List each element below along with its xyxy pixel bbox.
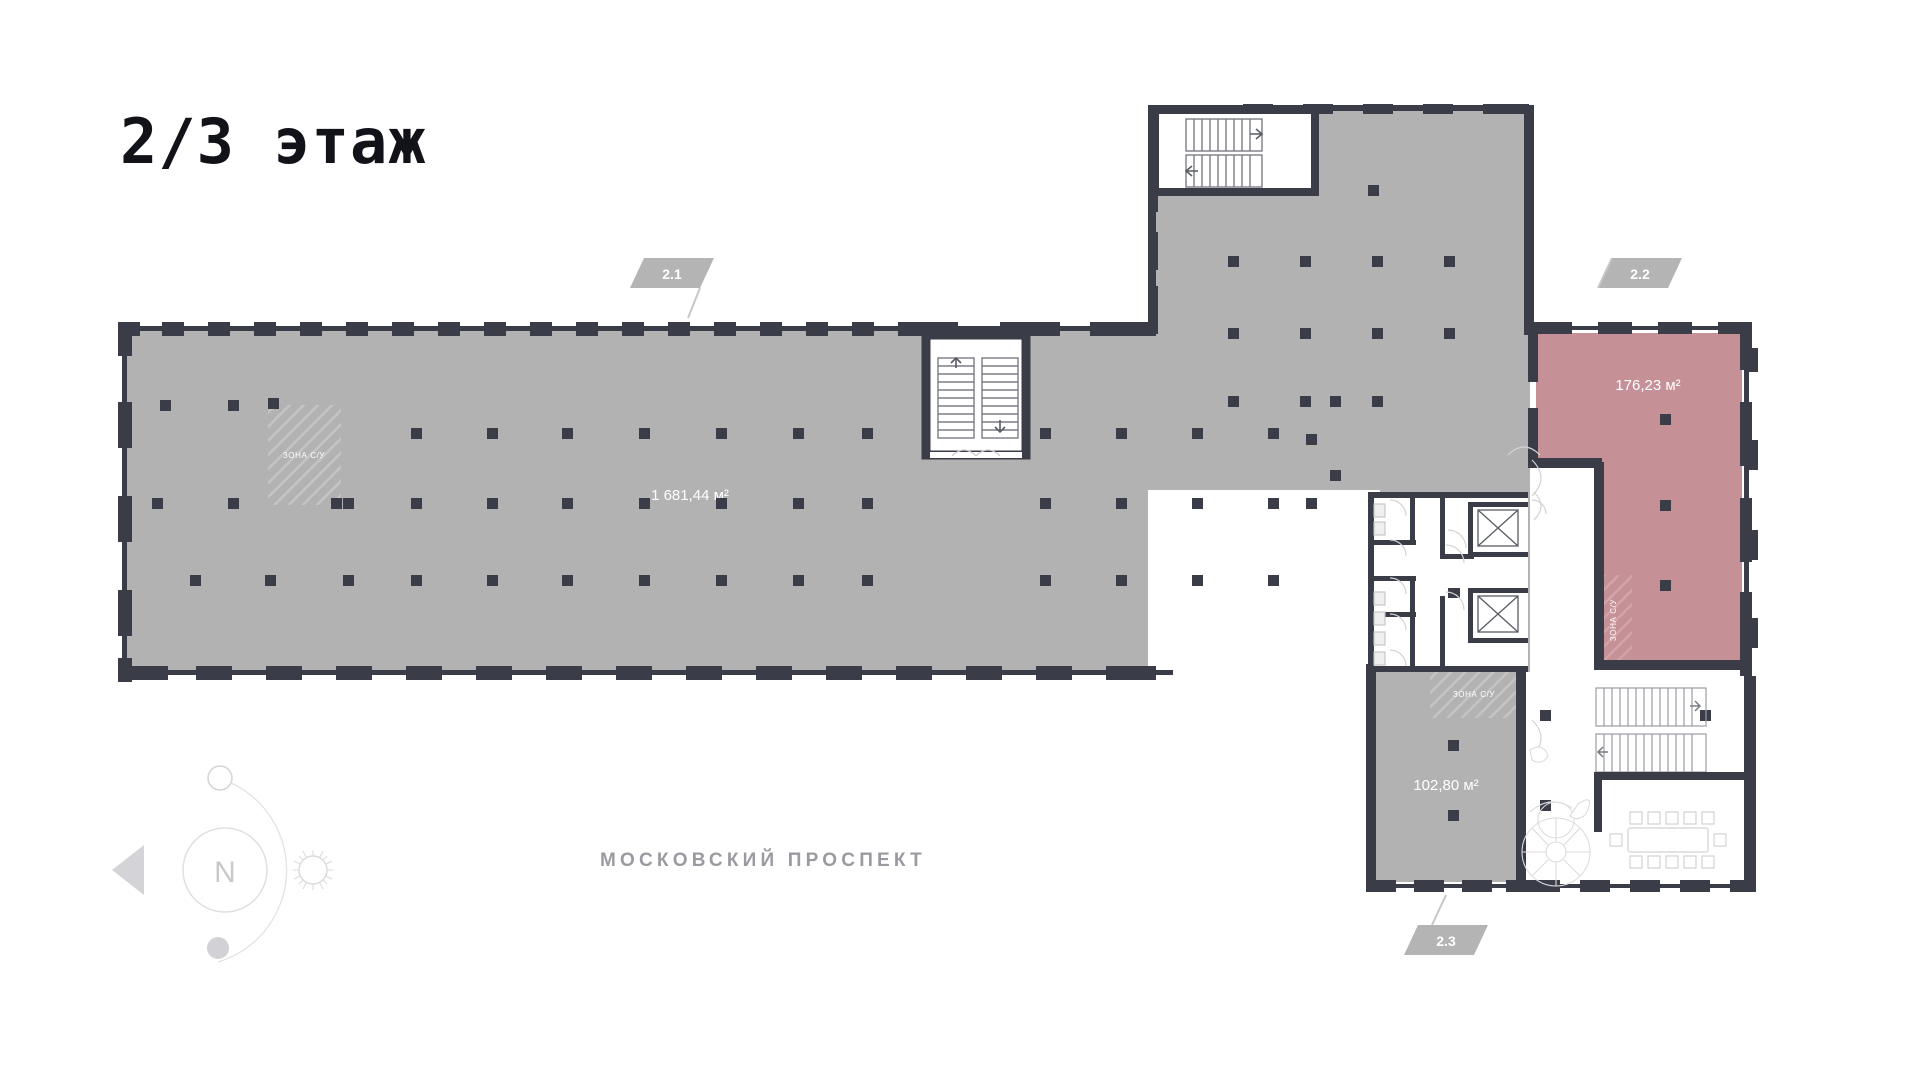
wc-fixtures xyxy=(1373,503,1386,666)
area-label-2-1: 1 681,44 м² xyxy=(651,487,729,504)
unit-2-2-floor[interactable] xyxy=(1536,333,1742,665)
tag-2-3[interactable]: 2.3 xyxy=(1404,894,1488,955)
wc-zone-unit-2-1 xyxy=(268,405,341,505)
compass-circle xyxy=(182,827,268,913)
stair-arrow-left-lower-icon xyxy=(1596,746,1608,758)
tag-2-1-label: 2.1 xyxy=(662,266,682,282)
door-swing-arcs xyxy=(1389,499,1547,667)
compass-sun-rays xyxy=(293,850,333,890)
street-label: МОСКОВСКИЙ ПРОСПЕКТ xyxy=(600,850,926,871)
wc-zones: ЗОНА С/У ЗОНА С/У ЗОНА С/У xyxy=(268,405,1632,718)
area-label-2-3: 102,80 м² xyxy=(1413,777,1478,794)
page-title: 2/3 этаж xyxy=(120,105,427,178)
compass-north-label: N xyxy=(214,856,236,889)
stair-arrow-down-icon xyxy=(994,420,1006,434)
tag-2-2-label: 2.2 xyxy=(1630,266,1650,282)
wc-zone-label-2-1: ЗОНА С/У xyxy=(283,451,326,460)
elevator-1-icon xyxy=(1477,509,1519,547)
tag-2-3-label: 2.3 xyxy=(1436,933,1456,949)
compass-rose: N xyxy=(112,765,333,963)
wc-zone-label-2-3: ЗОНА С/У xyxy=(1453,690,1496,699)
conference-table-furniture xyxy=(1609,811,1727,869)
stair-arrow-up-icon xyxy=(950,356,962,368)
wc-zone-unit-2-2 xyxy=(1600,575,1632,665)
entry-canopy xyxy=(1529,746,1591,820)
stairwell-lower-right xyxy=(1594,687,1746,832)
tag-2-2[interactable]: 2.2 xyxy=(1597,257,1682,289)
floor-fills xyxy=(122,110,1742,882)
walls-unit-2-2 xyxy=(1528,322,1758,676)
wc-zone-unit-2-3 xyxy=(1430,670,1518,718)
unit-2-1-floor[interactable] xyxy=(122,110,1530,672)
stairwell-central xyxy=(921,330,1031,460)
wc-zone-label-2-2: ЗОНА С/У xyxy=(1609,599,1618,642)
area-label-2-2: 176,23 м² xyxy=(1615,377,1680,394)
area-labels: 1 681,44 м² 176,23 м² 102,80 м² xyxy=(651,377,1681,794)
service-core xyxy=(1368,491,1547,672)
compass-sun-icon xyxy=(298,855,328,885)
elevator-2-icon xyxy=(1477,595,1519,633)
compass-orbit-arc xyxy=(217,777,288,963)
compass-west-arrow-icon xyxy=(112,845,144,895)
stair-arrow-right-lower-icon xyxy=(1690,700,1702,712)
tag-2-1[interactable]: 2.1 xyxy=(630,258,714,319)
compass-dot-icon xyxy=(207,937,229,959)
spiral-stair xyxy=(1521,801,1591,887)
stair-arrow-right-icon xyxy=(1250,128,1264,140)
stairwell-top xyxy=(1151,106,1319,196)
compass-moon-icon xyxy=(207,765,233,791)
stair-arrow-left-icon xyxy=(1184,165,1198,177)
door-swing-core-right xyxy=(1533,491,1542,521)
